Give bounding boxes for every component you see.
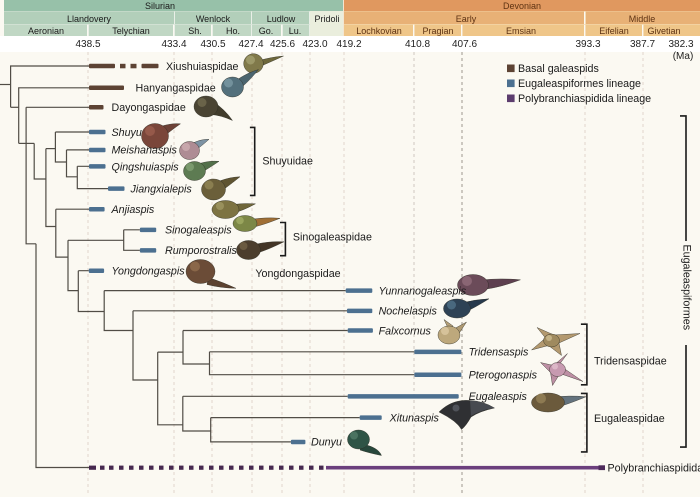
svg-text:419.2: 419.2 xyxy=(336,39,361,50)
svg-text:410.8: 410.8 xyxy=(405,39,430,50)
svg-text:Tridensaspidae: Tridensaspidae xyxy=(594,356,667,368)
svg-text:Aeronian: Aeronian xyxy=(28,26,64,36)
svg-text:Jiangxialepis: Jiangxialepis xyxy=(130,184,193,196)
svg-text:Ludlow: Ludlow xyxy=(267,14,296,24)
svg-text:387.7: 387.7 xyxy=(630,39,655,50)
svg-text:423.0: 423.0 xyxy=(302,39,327,50)
svg-text:Rumporostralis: Rumporostralis xyxy=(165,245,238,257)
svg-text:Qingshuiaspis: Qingshuiaspis xyxy=(112,162,180,174)
svg-text:Basal galeaspids: Basal galeaspids xyxy=(518,63,599,75)
svg-text:Yongdongaspis: Yongdongaspis xyxy=(112,266,186,278)
svg-text:Lochkovian: Lochkovian xyxy=(356,26,402,36)
svg-text:Eugaleaspiformes lineage: Eugaleaspiformes lineage xyxy=(518,78,641,90)
svg-text:Silurian: Silurian xyxy=(145,1,175,11)
svg-text:Devonian: Devonian xyxy=(503,1,541,11)
svg-text:438.5: 438.5 xyxy=(75,39,100,50)
svg-text:Polybranchiaspidida lineage: Polybranchiaspidida lineage xyxy=(518,93,651,105)
svg-text:Telychian: Telychian xyxy=(112,26,150,36)
svg-text:Yunnanogaleaspis: Yunnanogaleaspis xyxy=(379,286,467,298)
svg-text:407.6: 407.6 xyxy=(452,39,477,50)
svg-text:Xiushuiaspidae: Xiushuiaspidae xyxy=(166,61,239,73)
svg-text:Pterogonaspis: Pterogonaspis xyxy=(469,370,538,382)
svg-text:382.3: 382.3 xyxy=(668,39,693,50)
svg-text:Dunyu: Dunyu xyxy=(311,437,342,449)
svg-text:Pragian: Pragian xyxy=(422,26,453,36)
svg-text:Nochelaspis: Nochelaspis xyxy=(379,306,438,318)
svg-text:Hanyangaspidae: Hanyangaspidae xyxy=(136,82,216,94)
svg-text:Sinogaleaspis: Sinogaleaspis xyxy=(165,225,232,237)
svg-text:Anjiaspis: Anjiaspis xyxy=(111,204,155,216)
svg-text:Meishanaspis: Meishanaspis xyxy=(112,145,178,157)
svg-text:Eugaleaspis: Eugaleaspis xyxy=(469,391,528,403)
svg-text:Shuyu: Shuyu xyxy=(112,127,142,139)
svg-text:Go.: Go. xyxy=(259,26,274,36)
svg-text:Xitunaspis: Xitunaspis xyxy=(389,413,440,425)
svg-text:Emsian: Emsian xyxy=(506,26,536,36)
svg-text:Sh.: Sh. xyxy=(188,26,202,36)
svg-text:Givetian: Givetian xyxy=(647,26,680,36)
svg-text:430.5: 430.5 xyxy=(200,39,225,50)
svg-text:393.3: 393.3 xyxy=(575,39,600,50)
svg-text:Falxcornus: Falxcornus xyxy=(379,326,432,338)
svg-text:425.6: 425.6 xyxy=(270,39,295,50)
svg-text:(Ma): (Ma) xyxy=(673,51,694,62)
svg-text:Pridoli: Pridoli xyxy=(314,14,339,24)
svg-text:Dayongaspidae: Dayongaspidae xyxy=(112,102,186,114)
svg-text:Middle: Middle xyxy=(629,14,656,24)
svg-text:Eifelian: Eifelian xyxy=(599,26,629,36)
svg-text:Eugaleaspiformes: Eugaleaspiformes xyxy=(681,245,693,331)
svg-text:Sinogaleaspidae: Sinogaleaspidae xyxy=(293,232,372,244)
svg-text:Wenlock: Wenlock xyxy=(196,14,231,24)
svg-text:Polybranchiaspidida: Polybranchiaspidida xyxy=(608,462,700,474)
svg-text:Shuyuidae: Shuyuidae xyxy=(262,156,313,168)
svg-text:Yongdongaspidae: Yongdongaspidae xyxy=(255,268,340,280)
svg-text:Tridensaspis: Tridensaspis xyxy=(469,347,529,359)
svg-text:Early: Early xyxy=(456,14,477,24)
svg-text:427.4: 427.4 xyxy=(238,39,263,50)
svg-text:Ho.: Ho. xyxy=(226,26,240,36)
svg-text:Llandovery: Llandovery xyxy=(67,14,112,24)
svg-text:433.4: 433.4 xyxy=(161,39,186,50)
svg-text:Lu.: Lu. xyxy=(289,26,302,36)
svg-text:Eugaleaspidae: Eugaleaspidae xyxy=(594,413,665,425)
